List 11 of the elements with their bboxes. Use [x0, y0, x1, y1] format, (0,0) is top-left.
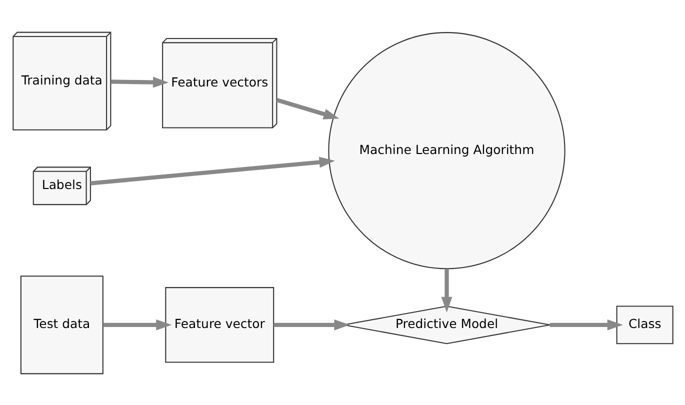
node-circle: Machine Learning Algorithm [328, 32, 565, 269]
node-box: Test data [20, 275, 103, 374]
arrow [276, 98, 339, 119]
arrow [273, 318, 350, 330]
arrow [110, 76, 168, 88]
arrow [549, 318, 622, 330]
node-box: Feature vector [164, 286, 274, 362]
arrow [90, 156, 334, 185]
arrow [440, 268, 452, 312]
node-box: Class [616, 305, 673, 344]
arrow [102, 318, 172, 330]
